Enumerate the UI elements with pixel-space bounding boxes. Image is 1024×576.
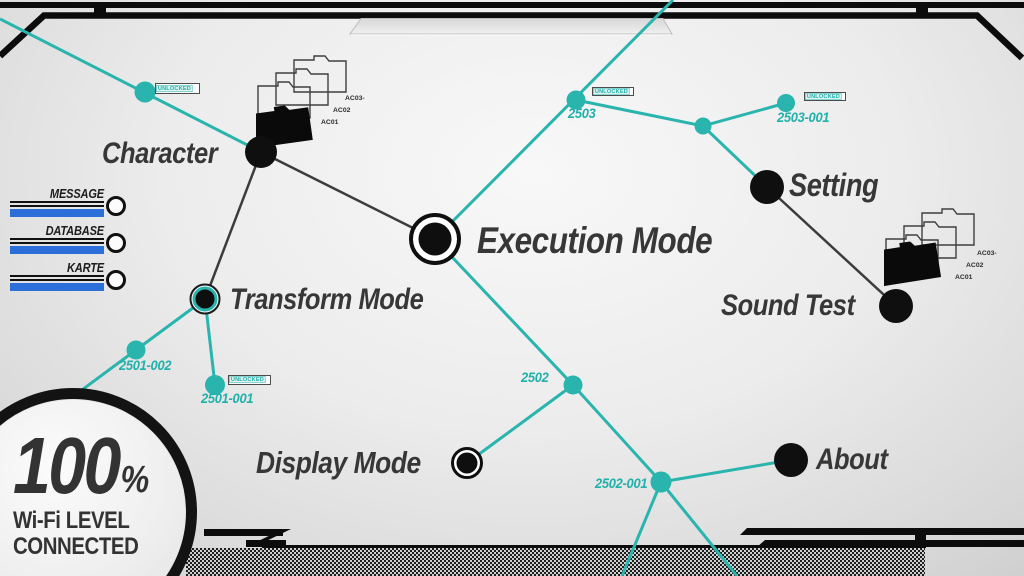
bottom-right-bar-1	[740, 528, 1024, 535]
node-setting[interactable]	[750, 170, 784, 204]
edge-character-transform	[203, 151, 263, 300]
side-menu-label: DATABASE	[45, 223, 105, 238]
node-execution-mode[interactable]	[409, 213, 461, 265]
node-sound-test[interactable]	[879, 289, 913, 323]
bottom-right-tab	[915, 528, 926, 548]
blue-bar	[10, 208, 104, 217]
radio-indicator[interactable]	[106, 195, 126, 216]
divider-line	[10, 278, 104, 281]
wifi-level-label: Wi-Fi LEVEL	[13, 507, 130, 535]
menu-item-about[interactable]: About	[816, 443, 888, 476]
divider-line	[10, 275, 104, 277]
unlocked-badge-text: UNLOCKED	[593, 87, 630, 95]
folder-label: AC03-	[345, 94, 365, 102]
side-menu-item-karte[interactable]: KARTE	[8, 261, 140, 294]
side-menu-label: KARTE	[66, 260, 104, 275]
edge-corner-character	[0, 17, 262, 154]
menu-item-setting[interactable]: Setting	[789, 167, 879, 203]
folder-stack-icon-right	[884, 208, 975, 287]
unlocked-badge: UNLOCKED	[804, 92, 846, 101]
node-character[interactable]	[245, 136, 277, 168]
unlocked-badge: UNLOCKED	[228, 375, 271, 385]
folder-label: AC02	[333, 106, 351, 114]
label-2503: 2503	[568, 105, 596, 121]
radio-indicator[interactable]	[106, 232, 126, 253]
wifi-level-text: 100 % Wi-Fi LEVEL CONNECTED	[13, 421, 150, 561]
menu-item-execution-mode[interactable]: Execution Mode	[477, 220, 713, 261]
network-lines-teal	[0, 0, 792, 576]
folder-label: AC01	[321, 118, 339, 126]
blue-bar	[10, 282, 104, 291]
side-menu-item-message[interactable]: MESSAGE	[8, 187, 140, 220]
node-2503-001[interactable]	[777, 94, 795, 112]
edge-2503-execution-2502	[432, 0, 675, 387]
label-2501-002: 2501-002	[119, 357, 172, 373]
label-2502-001: 2502-001	[595, 475, 648, 491]
network-lines-dark	[203, 150, 897, 307]
bottom-left-bar-1	[204, 529, 283, 536]
edge-setting-soundtest	[766, 186, 897, 307]
menu-item-display-mode[interactable]: Display Mode	[256, 445, 421, 480]
side-menu-label: MESSAGE	[49, 186, 104, 201]
folder-label: AC02	[966, 261, 984, 269]
node-about[interactable]	[774, 443, 808, 477]
unlocked-badge-text: UNLOCKED	[156, 84, 193, 93]
node-2503[interactable]	[566, 90, 586, 110]
top-center-plate	[349, 18, 673, 35]
blue-bar	[10, 245, 104, 254]
menu-item-transform-mode[interactable]: Transform Mode	[230, 283, 424, 316]
bottom-right-bar-2	[757, 540, 1024, 547]
unlocked-badge-text: UNLOCKED	[805, 92, 842, 100]
bottom-left-bar-2	[246, 540, 286, 547]
edge-2503-junction-2503001	[575, 98, 787, 128]
edge-2502001-bottom-left	[620, 481, 663, 576]
side-menu: MESSAGE DATABASE KARTE	[8, 187, 140, 299]
menu-item-character[interactable]: Character	[102, 137, 218, 170]
menu-item-sound-test[interactable]: Sound Test	[721, 289, 855, 322]
divider-line	[10, 241, 104, 244]
wifi-percent-sign: %	[120, 459, 150, 502]
unlocked-badge-text: UNLOCKED	[229, 376, 266, 384]
folder-stack-icon-left	[256, 55, 347, 148]
side-menu-item-database[interactable]: DATABASE	[8, 224, 140, 257]
label-2502: 2502	[521, 369, 549, 385]
label-2501-001: 2501-001	[201, 390, 254, 406]
label-2503-001: 2503-001	[777, 109, 830, 125]
unlocked-badge: UNLOCKED	[155, 83, 200, 94]
edge-2502-2502001-about	[571, 383, 792, 484]
wifi-status-label: CONNECTED	[13, 533, 139, 561]
node-transform-mode[interactable]	[189, 283, 221, 315]
divider-line	[10, 201, 104, 203]
edge-2502001-bottom-right	[659, 481, 739, 576]
divider-line	[10, 204, 104, 207]
node-display-mode[interactable]	[451, 447, 483, 479]
node-2501-001[interactable]	[205, 375, 225, 395]
unlocked-badge: UNLOCKED	[592, 87, 634, 96]
sub-nodes	[126, 81, 795, 493]
top-frame-bar	[0, 2, 1024, 8]
node-unlocked-top-left[interactable]	[134, 81, 156, 103]
folder-label: AC01	[955, 273, 973, 281]
node-2501-002[interactable]	[126, 340, 146, 360]
node-2502[interactable]	[563, 375, 583, 395]
edge-character-execution	[260, 150, 436, 241]
folder-label: AC03-	[977, 249, 997, 257]
node-junction[interactable]	[694, 117, 712, 135]
divider-line	[10, 238, 104, 240]
edge-2502-display	[466, 383, 574, 465]
halftone-strip	[186, 548, 925, 576]
bottom-thin-line	[262, 545, 924, 548]
radio-indicator[interactable]	[106, 269, 126, 290]
top-frame-line	[0, 12, 1024, 61]
wifi-percent-value: 100	[13, 421, 121, 510]
node-2502-001[interactable]	[650, 471, 672, 493]
